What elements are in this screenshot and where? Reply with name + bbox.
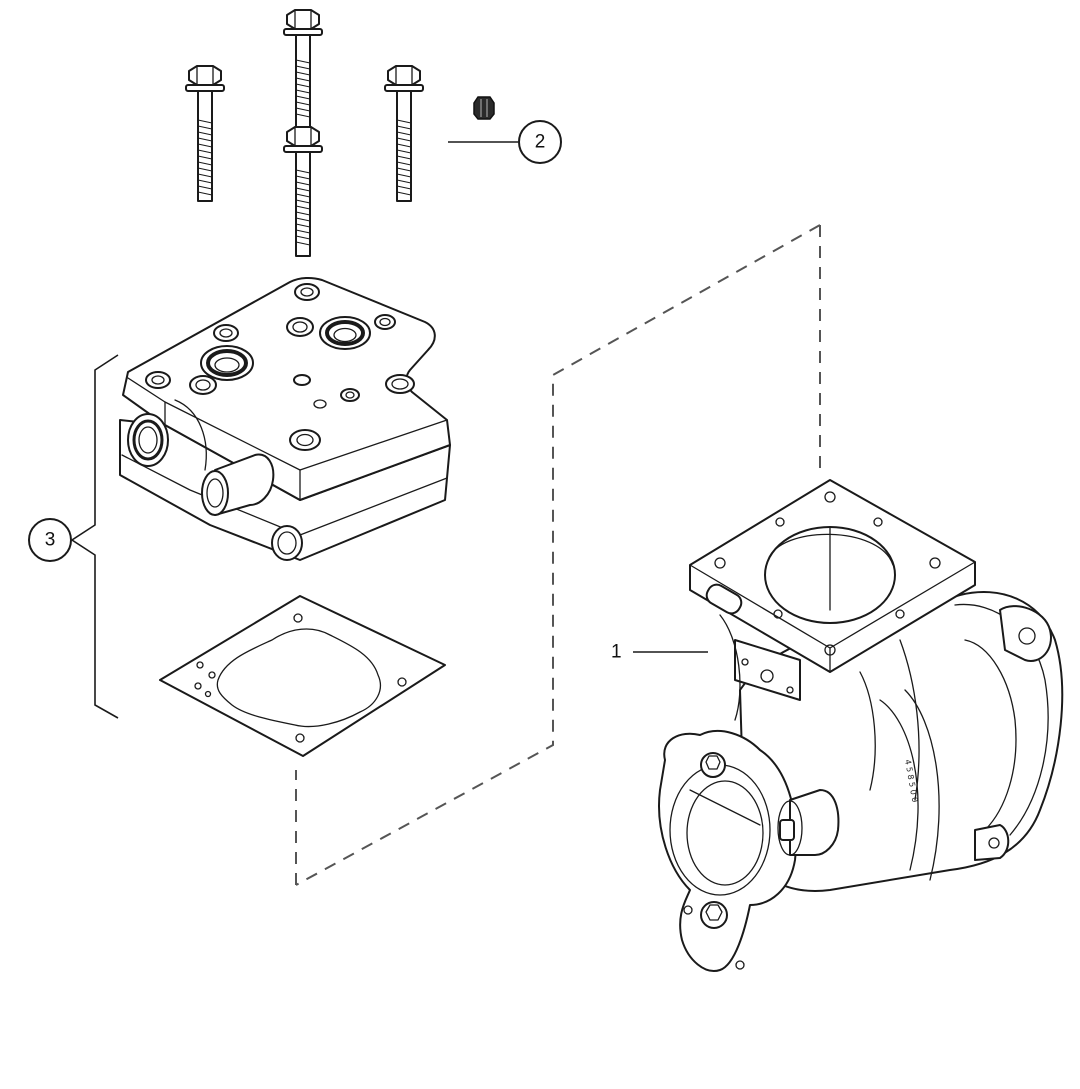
gasket [159, 595, 446, 757]
callout-3: 3 [28, 518, 72, 562]
kit-bracket [70, 354, 119, 719]
callout-1-label: 1 [611, 642, 622, 663]
callout-2-label: 2 [535, 132, 546, 153]
bolt-back-long [283, 9, 323, 146]
callout-1: 1 [611, 642, 622, 663]
cylinder-head [119, 276, 451, 561]
compressor-body: 4 5 8 5 0 0 [658, 479, 1064, 972]
callout-3-label: 3 [45, 530, 56, 551]
nut-part [473, 96, 495, 120]
bolt-right [384, 65, 424, 202]
callout-3-circle [28, 518, 72, 562]
leader-lines [448, 141, 708, 653]
alignment-dashed-lines [295, 224, 821, 886]
bolt-left [185, 65, 225, 202]
bolt-group [185, 9, 424, 257]
callout-2: 2 [518, 120, 562, 164]
bolt-front [283, 126, 323, 257]
callout-2-circle [518, 120, 562, 164]
